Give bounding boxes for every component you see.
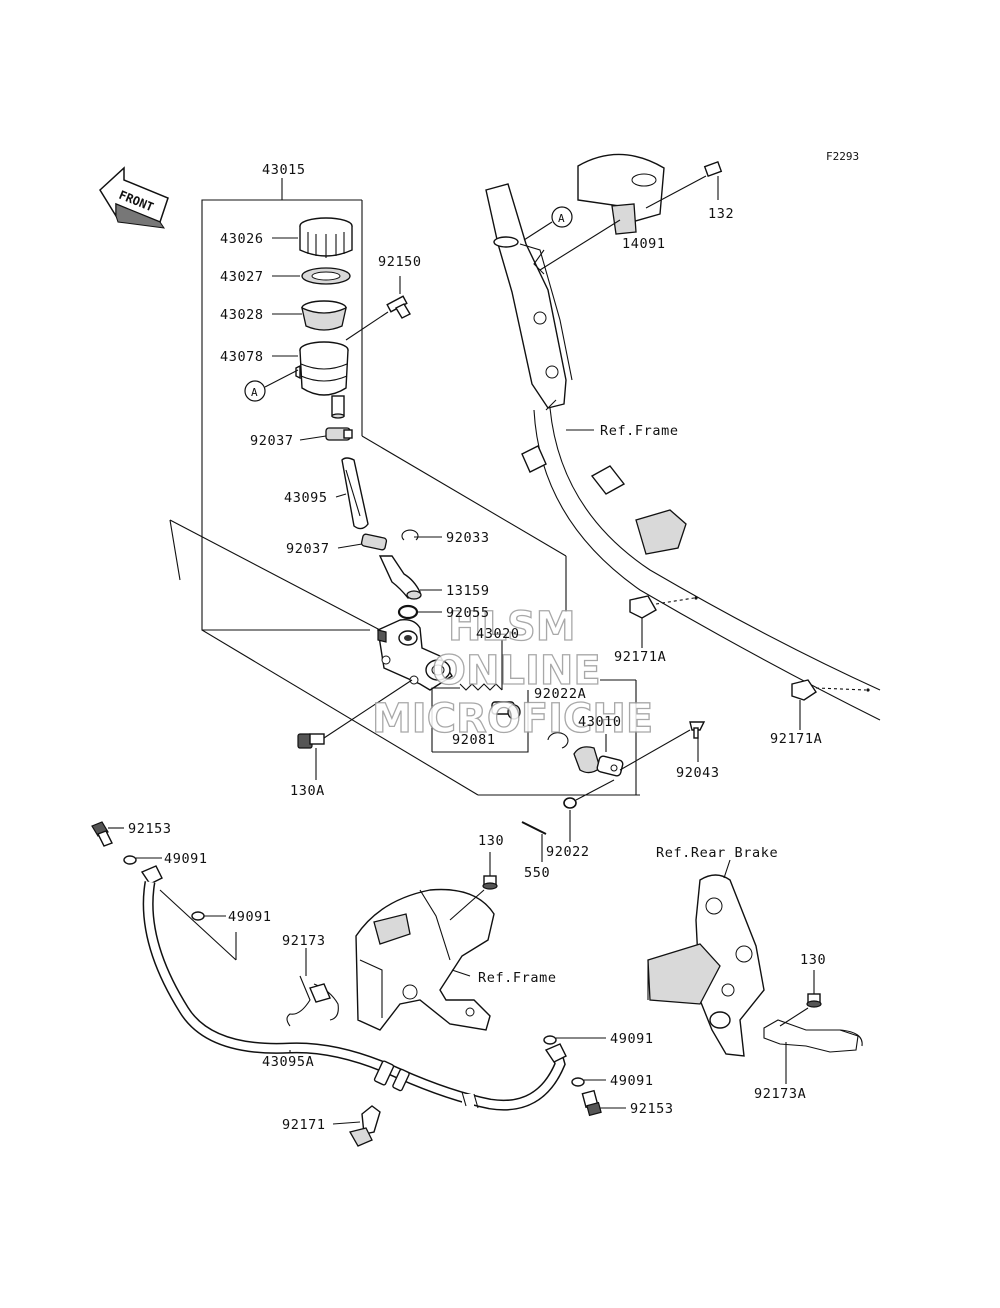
label-92022: 92022: [546, 844, 590, 860]
assembly-bracket-43015: [169, 178, 640, 796]
label-130-frame: 130: [478, 833, 504, 849]
piston-spring-92081: [459, 683, 521, 720]
label-49091-left-a: 49091: [164, 851, 208, 867]
washer-49091-left-b: [159, 889, 237, 961]
ref-frame-upper: Ref.Frame: [600, 423, 679, 439]
label-130-pedal: 130: [800, 952, 826, 968]
label-14091: 14091: [622, 236, 666, 252]
hose-clamp-upper: [325, 427, 353, 441]
label-92022A: 92022A: [534, 686, 586, 702]
label-92150: 92150: [378, 254, 422, 270]
banjo-bolt-92153-right: [581, 1089, 602, 1117]
diaphragm: [301, 300, 347, 331]
label-132: 132: [708, 206, 734, 222]
label-92153-left: 92153: [128, 821, 172, 837]
label-92173A: 92173A: [754, 1086, 806, 1102]
label-49091-left-b: 49091: [228, 909, 272, 925]
label-92171A-upper: 92171A: [614, 649, 666, 665]
piston-kit-bracket-43020: [431, 640, 529, 753]
watermark-line1: HLSM: [448, 604, 576, 650]
label-43078: 43078: [220, 349, 264, 365]
label-92055: 92055: [446, 605, 490, 621]
watermark-line3: MICROFICHE: [372, 696, 653, 742]
label-92171A-lower: 92171A: [770, 731, 822, 747]
label-13159: 13159: [446, 583, 490, 599]
ref-frame-lower: Ref.Frame: [478, 970, 557, 986]
o-ring-92055: [397, 604, 419, 620]
clip-92171A-lower: [791, 679, 870, 730]
label-49091-right-b: 49091: [610, 1073, 654, 1089]
bolt-130-lower-frame: [449, 852, 498, 921]
leader-lines: [108, 237, 787, 1125]
push-rod-43010: [573, 734, 624, 777]
bolt-132: [645, 161, 723, 209]
cotter-pin-550: [521, 821, 547, 835]
svg-text:A: A: [251, 386, 258, 399]
label-92037-upper: 92037: [250, 433, 294, 449]
rear-brake-pedal-bracket: [647, 874, 863, 1057]
ref-marker-a-reservoir: A: [244, 369, 299, 402]
label-92033: 92033: [446, 530, 490, 546]
watermark-line2: ONLINE: [432, 648, 601, 694]
ref-rear-brake: Ref.Rear Brake: [656, 845, 778, 861]
circlip-92033: [401, 529, 419, 541]
label-92153-right: 92153: [630, 1101, 674, 1117]
reservoir-body: [295, 341, 349, 419]
clevis-pin-92043: [619, 721, 706, 771]
clip-92171A-upper: [629, 595, 698, 648]
washer-92022: [563, 779, 615, 809]
hose-guide-92173: [286, 975, 339, 1027]
label-43010: 43010: [578, 714, 622, 730]
label-43027: 43027: [220, 269, 264, 285]
banjo-bolt-92153-left: [91, 821, 113, 847]
label-43095: 43095: [284, 490, 328, 506]
reservoir-cap: [299, 217, 353, 258]
master-cylinder-body: [377, 618, 453, 691]
figure-code: F2293: [826, 150, 859, 163]
diaphragm-plate: [301, 267, 351, 285]
screw-92150: [345, 276, 411, 341]
bolt-130-pedal: [779, 970, 822, 1027]
bolt-130A: [297, 679, 413, 749]
label-92043: 92043: [676, 765, 720, 781]
label-49091-right-a: 49091: [610, 1031, 654, 1047]
label-92171: 92171: [282, 1117, 326, 1133]
reservoir-hose-43095: [341, 457, 369, 530]
label-92173: 92173: [282, 933, 326, 949]
hose-clamp-lower: [360, 533, 388, 551]
washer-49091-left-a: [123, 855, 137, 865]
part-labels: 43015 43026 43027 43028 43078 92150 9203…: [128, 162, 826, 1133]
brake-hose-43095A: [140, 865, 567, 1111]
label-43026: 43026: [220, 231, 264, 247]
label-43095A: 43095A: [262, 1054, 314, 1070]
label-43020: 43020: [476, 626, 520, 642]
lower-frame: [355, 888, 495, 1031]
clamp-92171: [349, 1105, 381, 1147]
label-92037-lower: 92037: [286, 541, 330, 557]
front-arrow-icon: FRONT: [99, 166, 169, 229]
label-550: 550: [524, 865, 550, 881]
heel-guard-14091: [539, 153, 665, 271]
label-130A: 130A: [290, 783, 325, 799]
label-43015: 43015: [262, 162, 306, 178]
svg-text:A: A: [558, 212, 565, 225]
elbow-fitting-13159: [378, 555, 422, 600]
label-92081: 92081: [452, 732, 496, 748]
washer-49091-right-b: [571, 1077, 585, 1087]
circlip-92022A: [547, 732, 569, 749]
washer-49091-right-a: [543, 1035, 557, 1045]
label-43028: 43028: [220, 307, 264, 323]
ref-marker-a-frame: A: [523, 206, 573, 241]
watermark: HLSM ONLINE MICROFICHE: [371, 603, 654, 742]
